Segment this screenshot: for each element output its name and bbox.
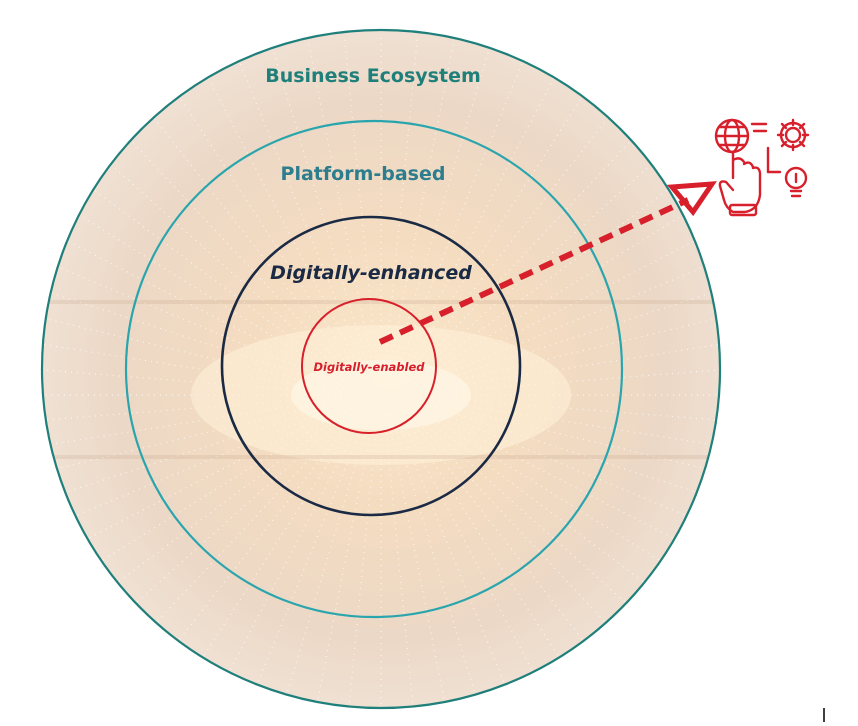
ring-digitally-enhanced <box>220 215 522 517</box>
ring-business-ecosystem <box>40 28 722 710</box>
light-ray <box>139 99 359 379</box>
ring-platform-based <box>124 119 624 619</box>
ring-digitally-enabled <box>301 298 437 434</box>
light-ray <box>42 242 345 388</box>
light-ray <box>403 99 623 379</box>
light-ray <box>42 402 345 548</box>
light-ray <box>417 242 720 388</box>
digital-transformation-icon <box>714 118 810 217</box>
label-platform-based: Platform-based <box>281 163 446 185</box>
label-digitally-enabled: Digitally-enabled <box>313 360 425 374</box>
label-digitally-enhanced: Digitally-enhanced <box>270 262 472 284</box>
arrow-head <box>666 181 717 217</box>
background-lights-image <box>42 30 720 708</box>
dashed-arrow-line <box>378 197 690 345</box>
light-ray <box>42 188 349 385</box>
label-business-ecosystem: Business Ecosystem <box>265 65 481 87</box>
light-ray <box>417 402 720 548</box>
light-ray <box>413 188 720 385</box>
